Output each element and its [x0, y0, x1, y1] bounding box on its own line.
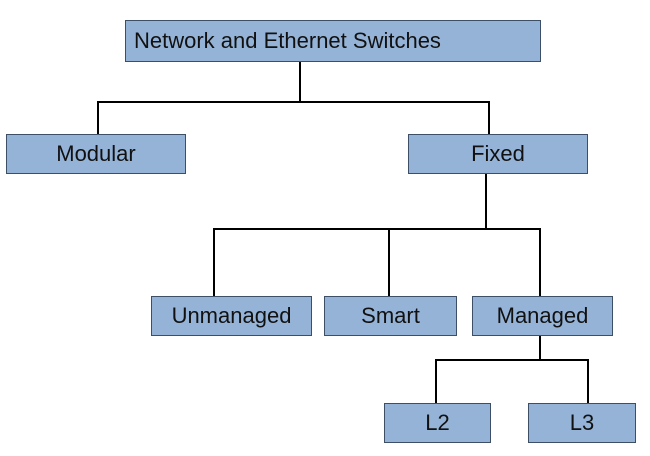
node-label-smart: Smart	[361, 303, 420, 328]
node-label-managed: Managed	[496, 303, 589, 328]
node-label-unmanaged: Unmanaged	[171, 303, 292, 328]
node-fixed: Fixed	[408, 134, 588, 174]
node-l3: L3	[528, 403, 636, 443]
node-label-l3: L3	[569, 410, 595, 435]
node-label-l2: L2	[425, 410, 450, 435]
node-managed: Managed	[472, 296, 613, 336]
node-modular: Modular	[6, 134, 186, 174]
node-label-root: Network and Ethernet Switches	[134, 28, 441, 53]
node-network-and-ethernet-switches: Network and Ethernet Switches	[125, 20, 541, 62]
node-label-modular: Modular	[56, 141, 136, 166]
node-unmanaged: Unmanaged	[151, 296, 312, 336]
node-label-fixed: Fixed	[471, 141, 525, 166]
node-smart: Smart	[324, 296, 457, 336]
node-l2: L2	[384, 403, 491, 443]
